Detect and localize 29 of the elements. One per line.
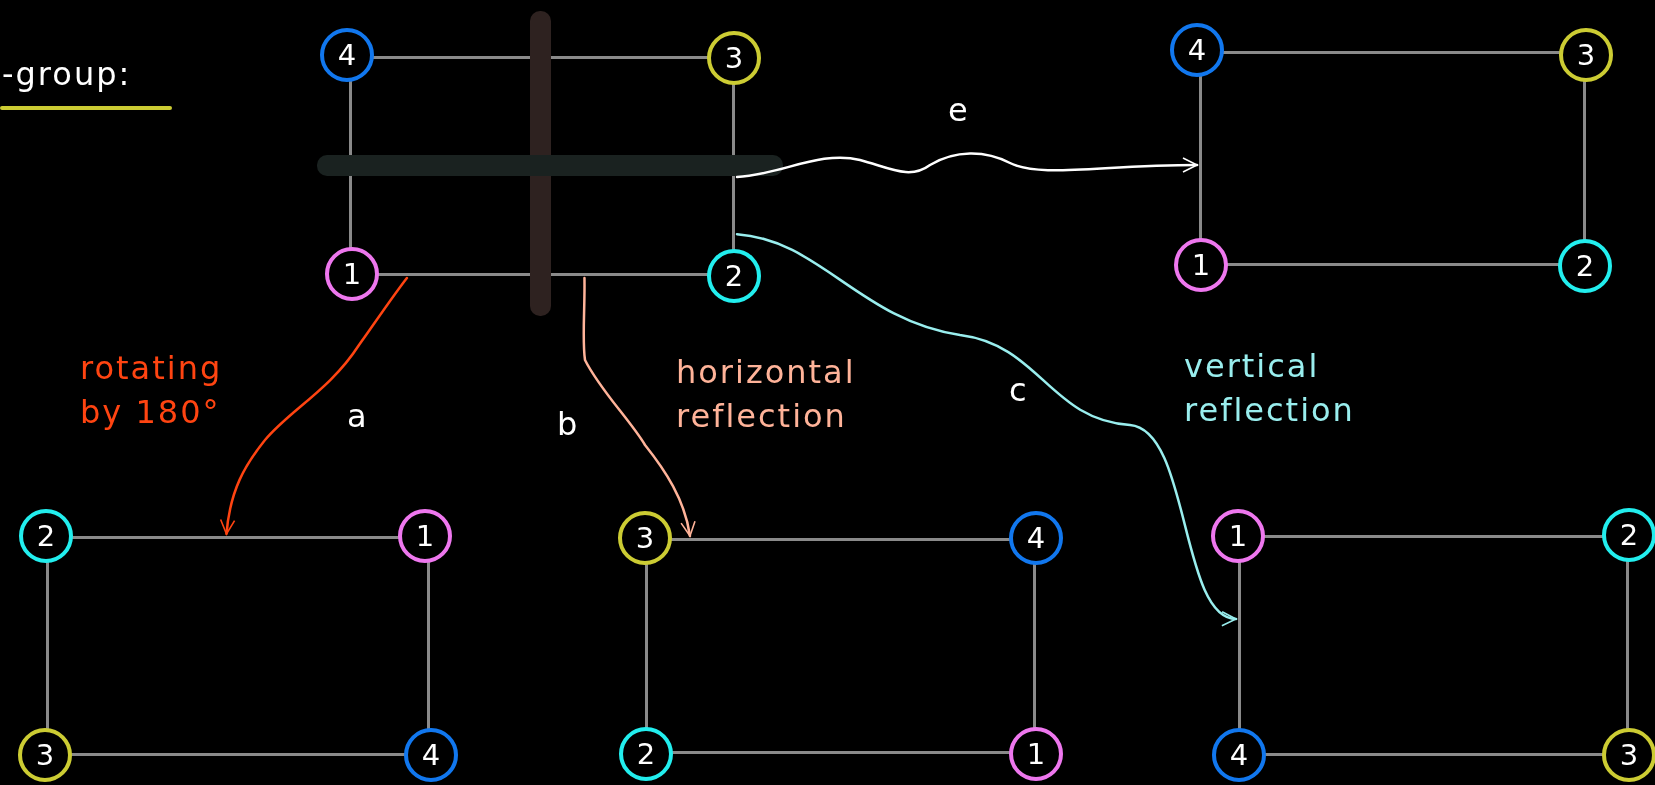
vertex-circle: 1 (1211, 509, 1265, 563)
vertex-circle: 3 (1602, 728, 1655, 782)
vertex-circle: 3 (1559, 28, 1613, 82)
annotation-text: rotating by 180° (80, 348, 224, 433)
vertex-circle: 4 (404, 728, 458, 782)
vertex-circle: 3 (618, 511, 672, 565)
vertex-circle: 4 (1170, 23, 1224, 77)
annotation-text: horizontal reflection (676, 352, 857, 437)
vertex-circle: 2 (619, 727, 673, 781)
title: -group: (2, 54, 132, 95)
vertex-circle: 4 (320, 28, 374, 82)
arrow (220, 276, 409, 536)
vertex-circle: 3 (707, 31, 761, 85)
arrow (582, 276, 696, 538)
arrow (735, 152, 1199, 179)
reflection-axis (530, 11, 551, 316)
annotation-text: vertical reflection (1184, 346, 1356, 431)
reflection-axis (317, 155, 783, 176)
vertex-circle: 1 (1174, 238, 1228, 292)
vertex-circle: 2 (707, 249, 761, 303)
vertex-circle: 1 (325, 247, 379, 301)
vertex-circle: 1 (1009, 727, 1063, 781)
vertex-circle: 3 (18, 728, 72, 782)
vertex-circle: 1 (398, 509, 452, 563)
vertex-circle: 4 (1009, 511, 1063, 565)
vertex-circle: 2 (19, 509, 73, 563)
vertex-circle: 4 (1212, 728, 1266, 782)
vertex-circle: 2 (1558, 239, 1612, 293)
vertex-circle: 2 (1602, 508, 1655, 562)
